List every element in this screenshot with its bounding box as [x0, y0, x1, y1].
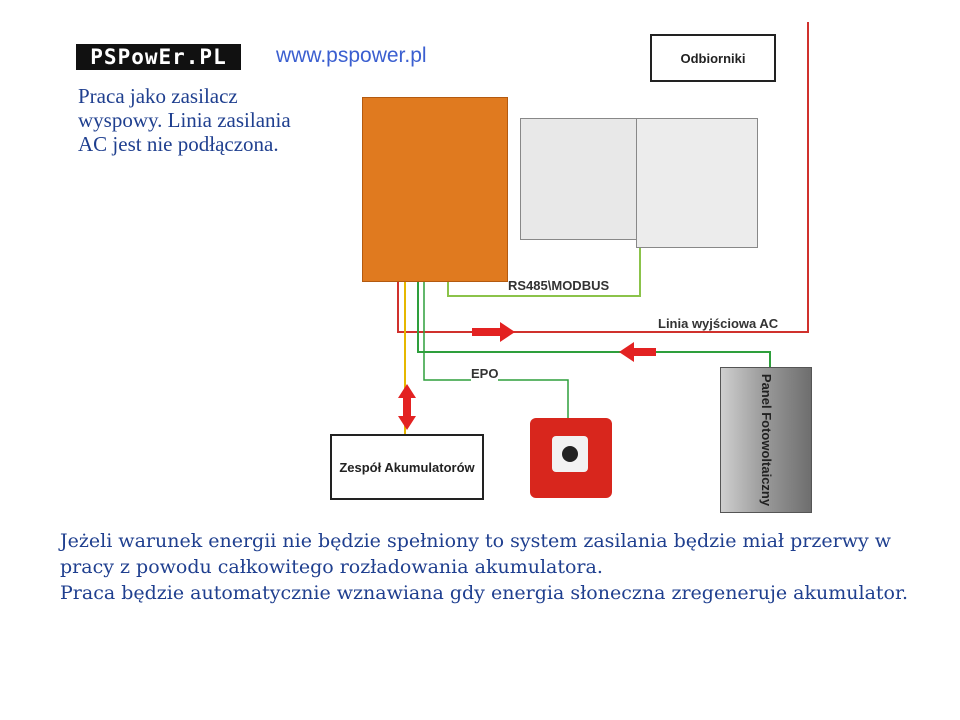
receivers-box: Odbiorniki: [650, 34, 776, 82]
ac-output-arrow: [472, 322, 515, 342]
pv-label: Panel Fotowoltaiczny: [759, 373, 774, 507]
website-link[interactable]: www.pspower.pl: [276, 44, 427, 67]
battery-arrow: [398, 384, 416, 430]
rs485-line: [447, 238, 641, 297]
inverter-device: [362, 97, 508, 282]
epo-line: [423, 278, 569, 418]
epo-label: EPO: [471, 366, 499, 381]
modbus-software-screenshot: [520, 118, 640, 240]
pv-panel-box: Panel Fotowoltaiczny: [720, 367, 812, 513]
battery-box: Zespół Akumulatorów: [330, 434, 484, 500]
pv-input-arrow: [619, 342, 656, 362]
receivers-label: Odbiorniki: [680, 50, 746, 66]
modbus-software-screenshot-2: [636, 118, 758, 248]
caption-text: Jeżeli warunek energii nie będzie spełni…: [60, 528, 940, 606]
ac-output-line: [397, 22, 809, 333]
rs485-label: RS485\MODBUS: [508, 278, 610, 293]
caption-line-2: Praca będzie automatycznie wznawiana gdy…: [60, 582, 909, 604]
pspower-logo: PSPowEr.PL: [76, 44, 241, 70]
epo-button: [562, 446, 578, 462]
caption-line-1: Jeżeli warunek energii nie będzie spełni…: [60, 530, 892, 578]
battery-label: Zespół Akumulatorów: [339, 459, 475, 475]
ac-output-label: Linia wyjściowa AC: [658, 316, 779, 331]
intro-text: Praca jako zasilacz wyspowy. Linia zasil…: [78, 84, 291, 156]
pv-line: [417, 278, 771, 367]
